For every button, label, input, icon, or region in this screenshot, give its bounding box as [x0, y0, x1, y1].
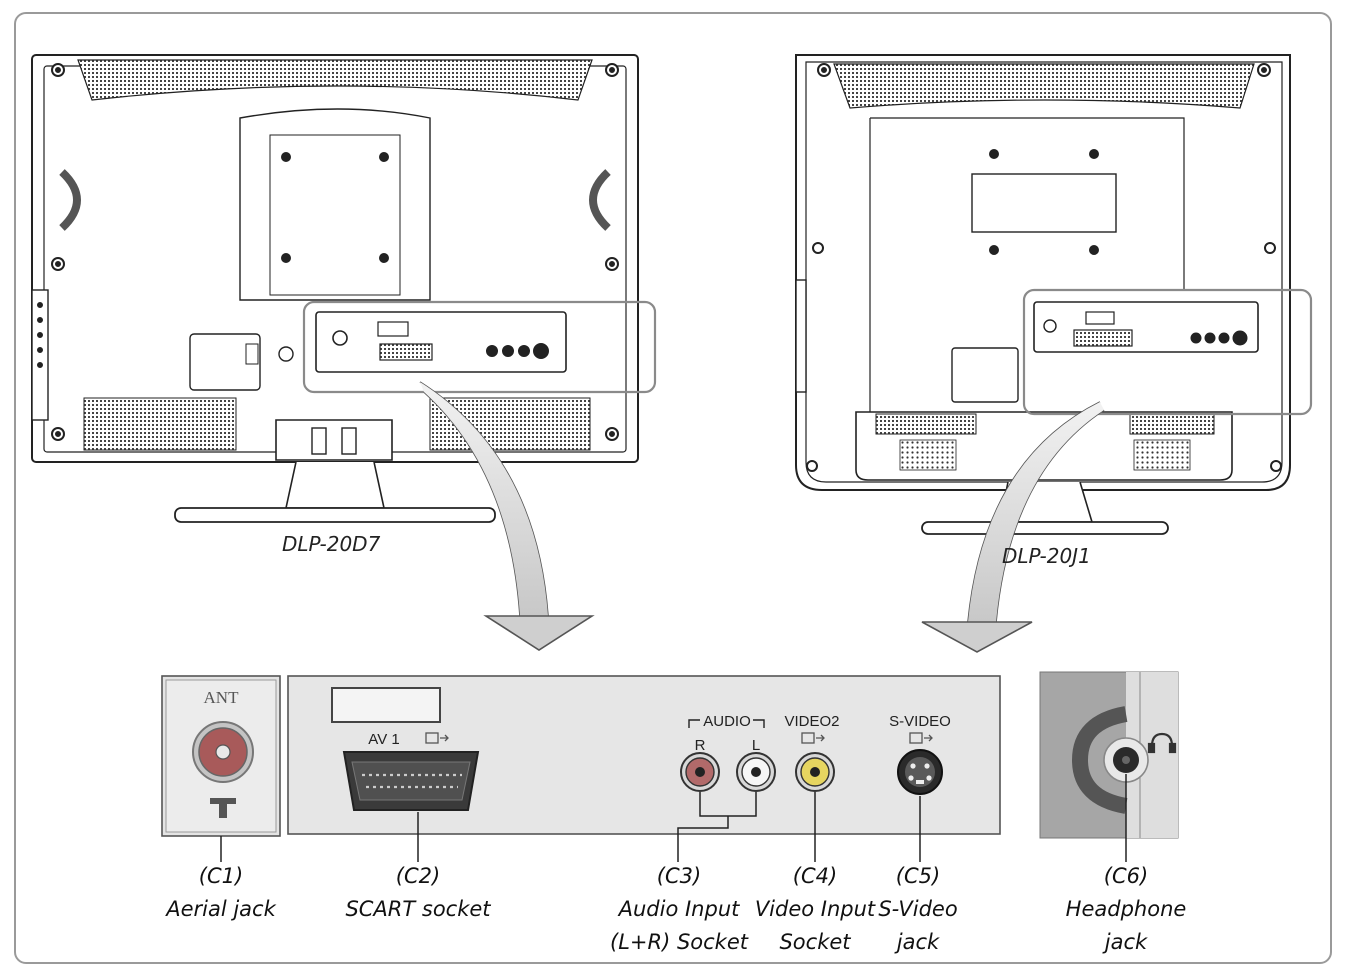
callout-text: Audio Input	[618, 897, 740, 921]
video2-label: VIDEO2	[784, 713, 839, 730]
svideo-label: S-VIDEO	[889, 713, 951, 730]
av1-label: AV 1	[368, 731, 399, 748]
callout-text: Video Input	[754, 897, 876, 921]
model-label-left: DLP-20D7	[282, 532, 381, 556]
callout-text-2: jack	[1104, 930, 1148, 954]
headphone-module	[1039, 671, 1179, 839]
audio-r-label: R	[695, 737, 706, 754]
av-input-icon	[425, 732, 449, 744]
ant-module: ANT	[161, 675, 281, 837]
callout-code: (C1)	[198, 864, 244, 888]
callout-text-2: (L+R) Socket	[610, 930, 748, 954]
callout-code: (C6)	[1103, 864, 1149, 888]
callout-c4: (C4) Video Input Socket	[752, 860, 878, 959]
callout-code: (C4)	[792, 864, 838, 888]
arrow-right	[921, 401, 1105, 653]
callout-c6: (C6) Headphone jack	[1058, 860, 1194, 959]
callout-c3: (C3) Audio Input (L+R) Socket	[606, 860, 752, 959]
callout-c1: (C1) Aerial jack	[158, 860, 284, 926]
callout-text-2: Socket	[779, 930, 851, 954]
connector-panel: AV 1 AUDIO R L VIDEO2 S-	[287, 675, 1001, 835]
headphone-icon	[1147, 732, 1177, 754]
leader-lines	[220, 774, 1127, 862]
audio-label: AUDIO	[703, 713, 751, 730]
callout-text: Aerial jack	[166, 897, 276, 921]
callout-text: SCART socket	[345, 897, 491, 921]
callout-c2: (C2) SCART socket	[340, 860, 496, 926]
video-input-icon	[801, 732, 825, 744]
callout-code: (C5)	[895, 864, 941, 888]
diagram-frame	[14, 12, 1332, 964]
callout-code: (C2)	[395, 864, 441, 888]
audio-l-label: L	[752, 737, 760, 754]
arrow-left	[419, 381, 595, 651]
callout-code: (C3)	[656, 864, 702, 888]
antenna-icon	[210, 798, 236, 818]
svideo-input-icon	[909, 732, 933, 744]
callout-c5: (C5) S-Video jack	[872, 860, 964, 959]
callout-text: S-Video	[878, 897, 958, 921]
callout-text-2: jack	[896, 930, 940, 954]
model-label-right: DLP-20J1	[1002, 544, 1091, 568]
ant-label: ANT	[204, 688, 240, 707]
tv-left-illustration	[31, 54, 657, 523]
tv-right-illustration	[795, 54, 1313, 535]
callout-text: Headphone	[1065, 897, 1187, 921]
